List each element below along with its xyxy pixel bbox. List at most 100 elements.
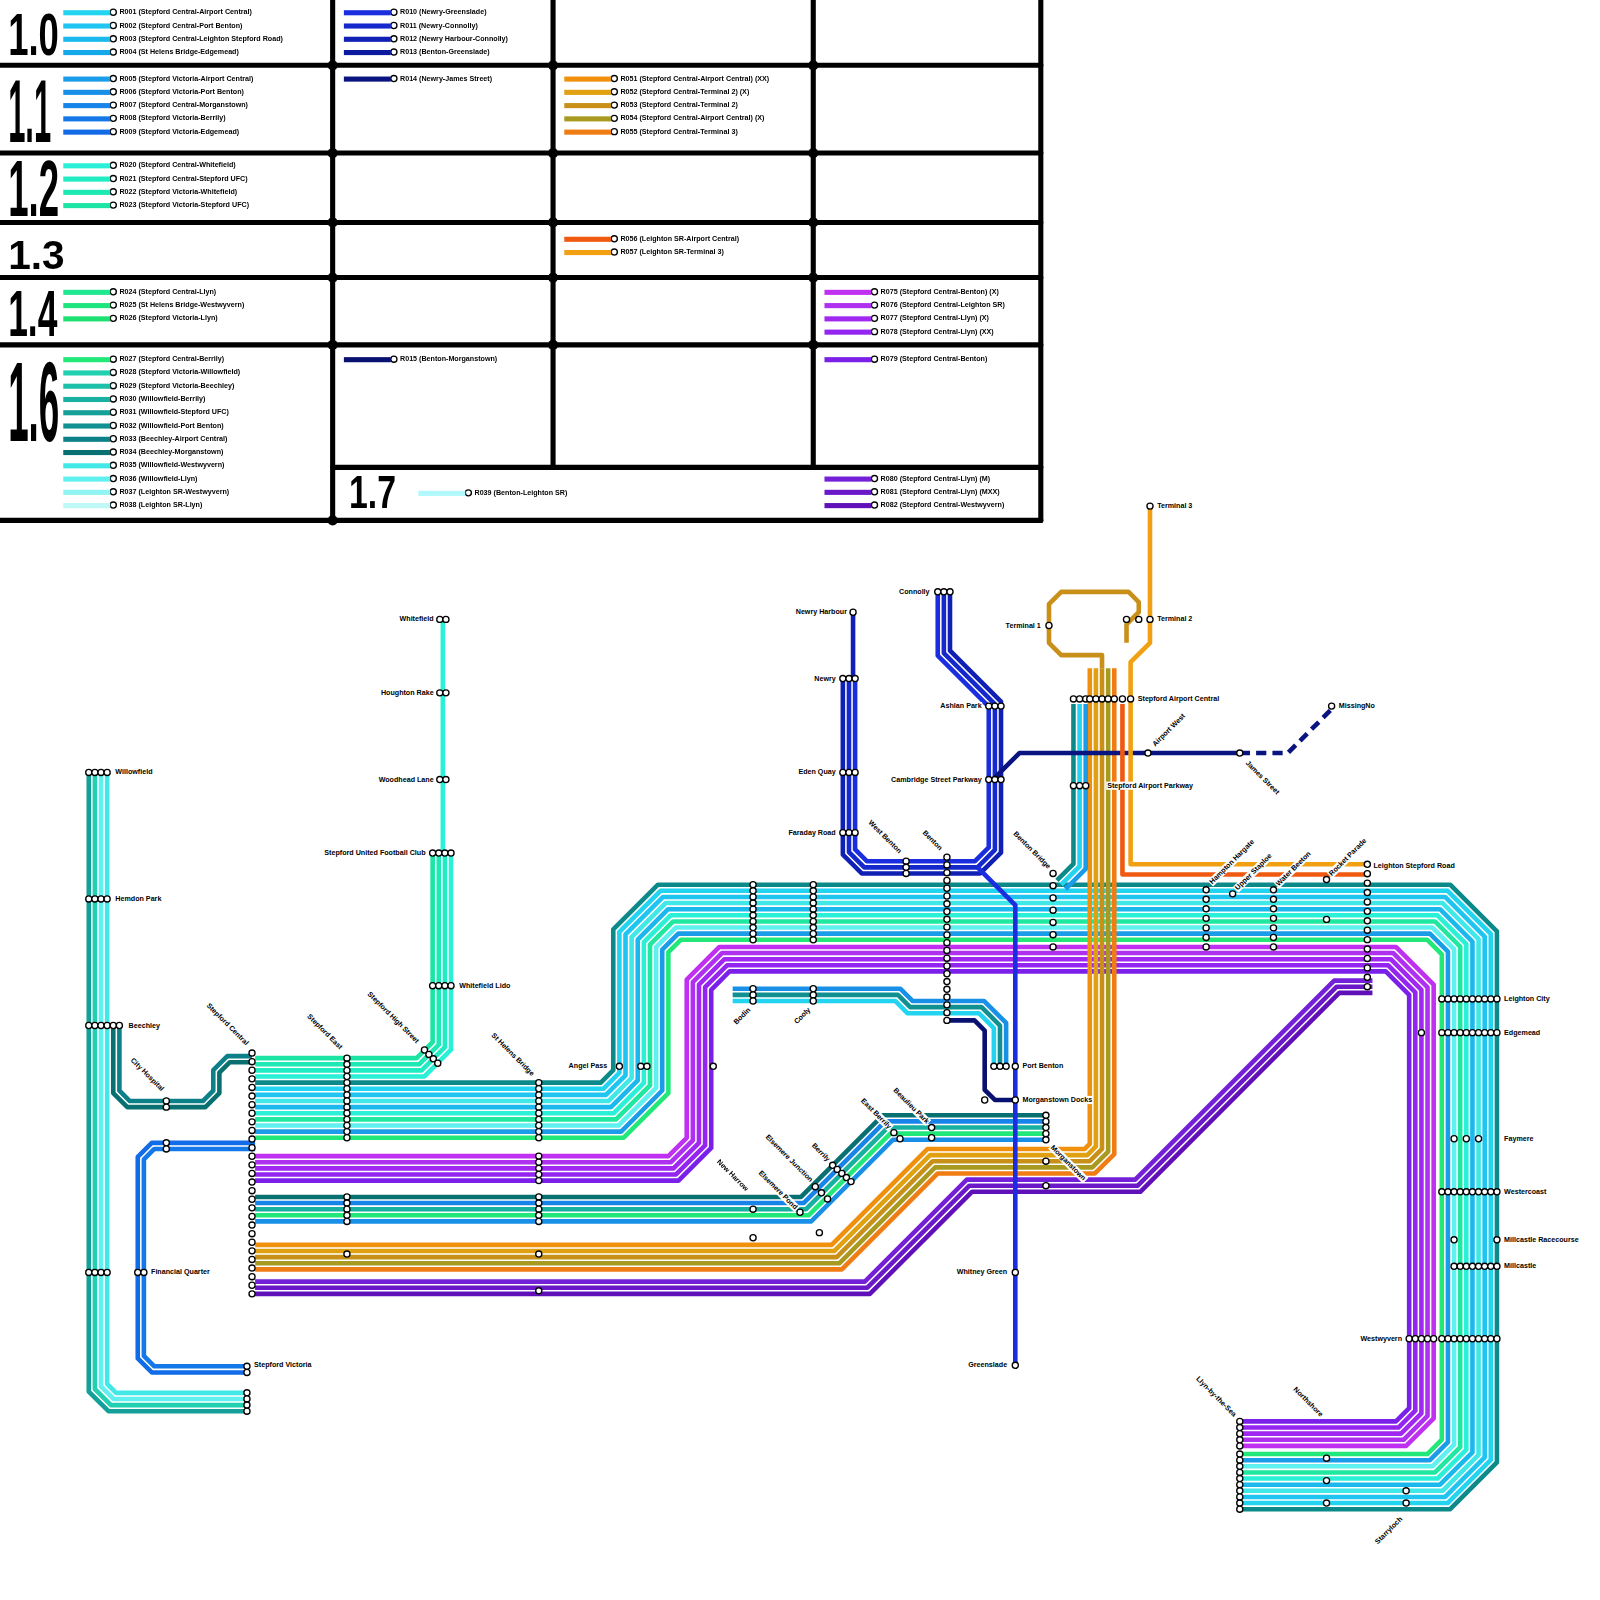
route-swatch	[63, 49, 110, 54]
station-dot	[1043, 1131, 1049, 1137]
station-dot	[944, 901, 950, 907]
station-dot	[249, 1084, 255, 1090]
route-swatch	[344, 36, 391, 41]
station-dot	[710, 1063, 716, 1069]
station-label: Financial Quarter	[150, 1268, 211, 1276]
route-label: R027 (Stepford Central-Berrily)	[119, 355, 224, 363]
station-dot	[1403, 1488, 1409, 1494]
route-line	[255, 959, 1421, 1433]
route-label: R002 (Stepford Central-Port Benton)	[119, 21, 242, 29]
station-dot	[249, 1239, 255, 1245]
station-dot	[1418, 1336, 1424, 1342]
station-dot	[442, 850, 448, 856]
grid-joint	[328, 217, 338, 227]
station-dot	[1364, 955, 1370, 961]
route-label: R014 (Newry-James Street)	[400, 74, 492, 82]
station-dot	[1147, 503, 1153, 509]
station-dot	[249, 1205, 255, 1211]
legend-dot	[871, 489, 877, 495]
station-dot	[750, 894, 756, 900]
station-dot	[1270, 887, 1276, 893]
route-line	[1131, 506, 1368, 864]
legend-dot	[391, 49, 397, 55]
station-dot	[536, 1206, 542, 1212]
grid-joint	[808, 272, 818, 282]
station-dot	[929, 1135, 935, 1141]
station-dot	[344, 1116, 350, 1122]
station-dot	[1482, 1263, 1488, 1269]
station-dot	[1203, 944, 1209, 950]
station-dot	[437, 777, 443, 783]
station-dot	[249, 1274, 255, 1280]
station-dot	[944, 978, 950, 984]
station-dot	[536, 1159, 542, 1165]
route-swatch	[63, 289, 110, 294]
station-dot	[1050, 907, 1056, 913]
station-dot	[944, 854, 950, 860]
station-dot	[944, 885, 950, 891]
station-label: Morganstown Docks	[1021, 1096, 1093, 1104]
station-dot	[944, 932, 950, 938]
station-dot	[249, 1213, 255, 1219]
station-dot	[1364, 871, 1370, 877]
station-dot	[1237, 1431, 1243, 1437]
station-dot	[810, 924, 816, 930]
route-label: R033 (Beechley-Airport Central)	[119, 435, 227, 443]
station-dot	[1203, 906, 1209, 912]
station-dot	[846, 830, 852, 836]
station-dot	[1469, 1030, 1475, 1036]
grid-joint	[548, 148, 558, 158]
station-dot	[1364, 889, 1370, 895]
route-label: R038 (Leighton SR-Llyn)	[119, 501, 202, 509]
section-heading: 1.7	[349, 471, 396, 517]
station-dot	[1439, 996, 1445, 1002]
station-dot	[163, 1146, 169, 1152]
station-dot	[810, 882, 816, 888]
legend-dot	[110, 9, 116, 15]
station-dot	[104, 1269, 110, 1275]
station-dot	[448, 983, 454, 989]
station-dot	[638, 1063, 644, 1069]
station-label: Leighton Stepford Road	[1372, 862, 1455, 870]
station-dot	[249, 1162, 255, 1168]
station-dot	[1364, 946, 1370, 952]
route-label: R054 (Stepford Central-Airport Central) …	[620, 114, 764, 122]
station-dot	[1093, 696, 1099, 702]
station-dot	[443, 690, 449, 696]
station-dot	[810, 912, 816, 918]
route-swatch	[63, 129, 110, 134]
route-swatch	[344, 357, 391, 362]
station-dot	[1070, 696, 1076, 702]
station-dot	[536, 1086, 542, 1092]
station-label: Terminal 1	[1005, 621, 1042, 629]
route-line	[255, 853, 451, 1076]
route-line	[849, 592, 995, 868]
station-dot	[644, 1063, 650, 1069]
station-dot	[903, 870, 909, 876]
route-line	[255, 891, 1491, 1503]
station-dot	[846, 676, 852, 682]
station-dot	[104, 769, 110, 775]
route-swatch	[63, 23, 110, 28]
route-line	[255, 853, 433, 1058]
station-dot	[536, 1194, 542, 1200]
legend-dot	[110, 162, 116, 168]
station-dot	[991, 1063, 997, 1069]
station-dot	[437, 616, 443, 622]
route-label: R001 (Stepford Central-Airport Central)	[119, 8, 252, 16]
station-dot	[1445, 996, 1451, 1002]
station-dot	[848, 1179, 854, 1185]
route-line	[255, 921, 1460, 1472]
station-label: Willowfield	[114, 768, 153, 776]
station-dot	[1463, 1263, 1469, 1269]
route-swatch	[824, 357, 871, 362]
route-line	[255, 885, 1497, 1509]
station-dot	[810, 918, 816, 924]
station-dot	[344, 1135, 350, 1141]
station-dot	[1237, 1475, 1243, 1481]
station-dot	[1488, 1336, 1494, 1342]
station-dot	[437, 690, 443, 696]
legend-dot	[611, 236, 617, 242]
route-label: R081 (Stepford Central-Llyn) (MXX)	[881, 488, 1000, 496]
